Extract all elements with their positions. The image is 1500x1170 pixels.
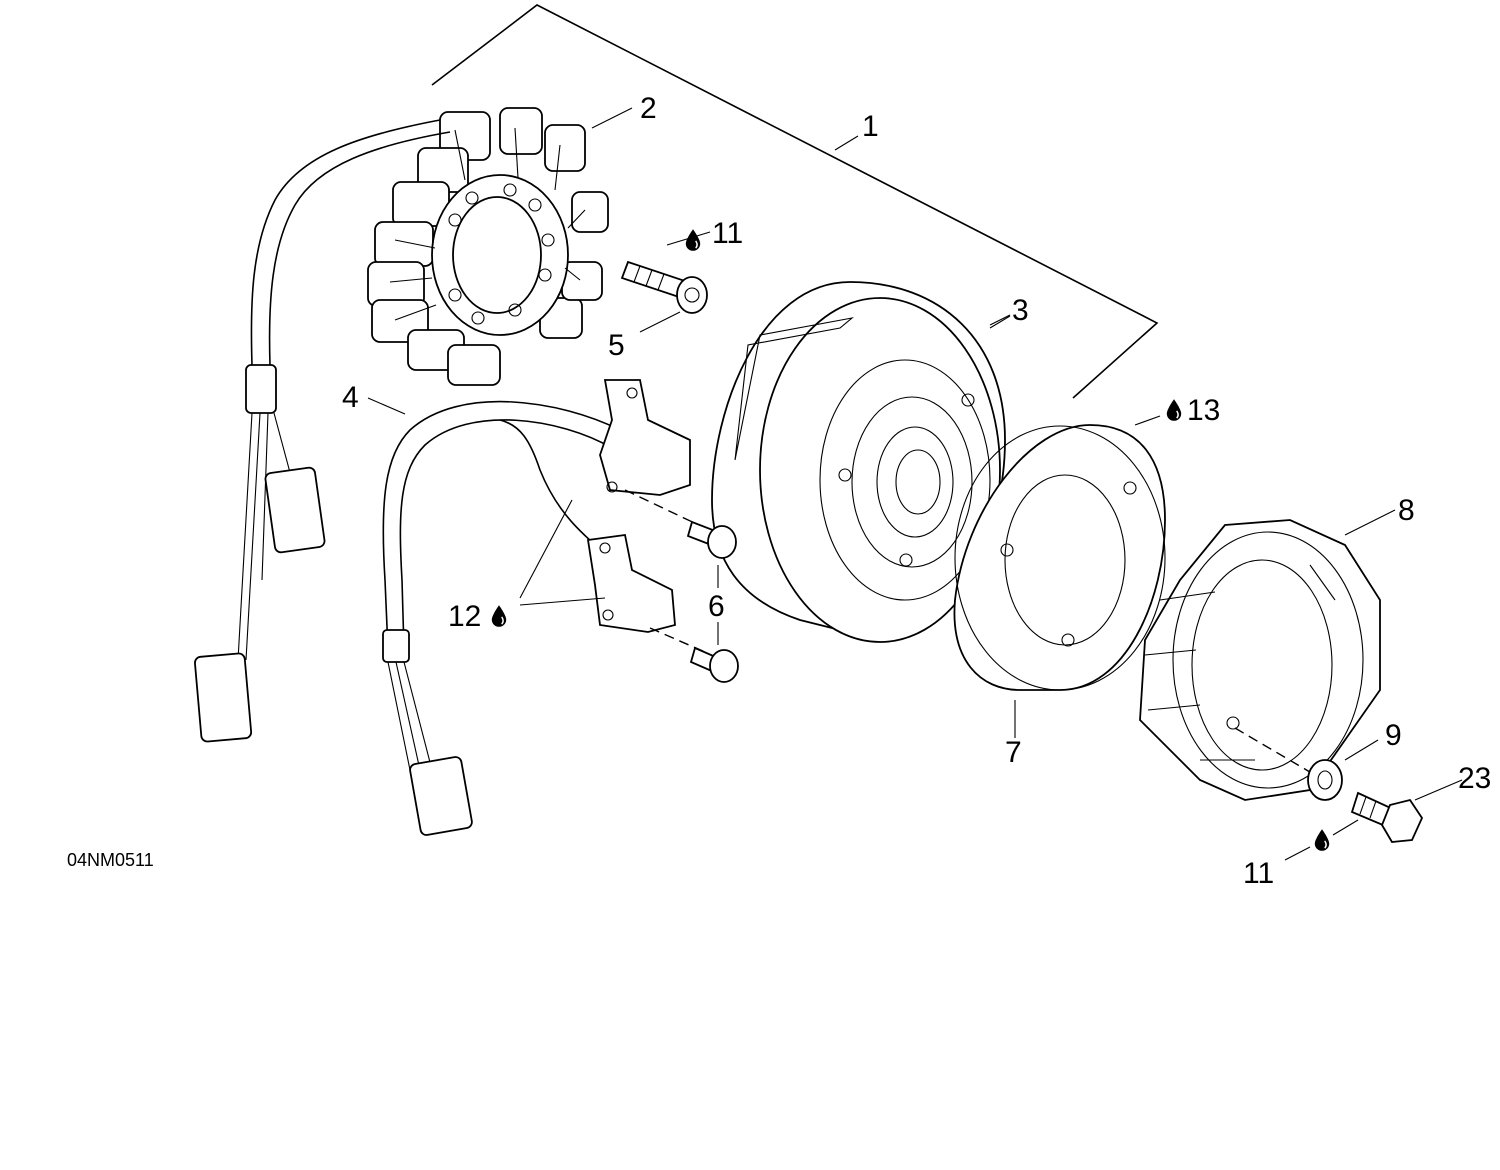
callout-2: 2 — [640, 92, 657, 125]
callout-12: 12 — [448, 600, 481, 633]
drop-icon — [1166, 398, 1182, 422]
stator-harness — [194, 119, 451, 743]
callout-4: 4 — [342, 381, 359, 414]
callout-23: 23 — [1458, 762, 1491, 795]
callout-11-screw: 11 — [712, 217, 743, 250]
callout-5: 5 — [608, 329, 625, 362]
callout-1: 1 — [862, 110, 879, 143]
bolt-23 — [1350, 791, 1424, 843]
callout-13: 13 — [1187, 394, 1220, 427]
stator — [367, 107, 609, 386]
leader-lines — [367, 107, 1463, 861]
screw-6-upper — [624, 489, 737, 559]
callout-11-bolt: 11 — [1243, 857, 1274, 890]
callout-3: 3 — [1012, 294, 1029, 327]
callout-8: 8 — [1398, 494, 1415, 527]
callout-6: 6 — [708, 590, 725, 623]
drop-icon — [491, 604, 507, 628]
callout-9: 9 — [1385, 719, 1402, 752]
screw-5 — [620, 260, 708, 314]
sprag-8 — [1139, 519, 1381, 801]
callout-7: 7 — [1005, 736, 1022, 769]
washer-9 — [1307, 759, 1343, 801]
figure-code: 04NM0511 — [67, 850, 154, 870]
screw-6-lower — [649, 627, 739, 683]
sensor-harness — [382, 379, 691, 836]
gear-7 — [953, 424, 1166, 691]
drop-icon — [1314, 828, 1330, 852]
assembly-bracket — [431, 4, 1159, 399]
rotor — [711, 281, 1011, 643]
drop-icon — [685, 228, 701, 252]
